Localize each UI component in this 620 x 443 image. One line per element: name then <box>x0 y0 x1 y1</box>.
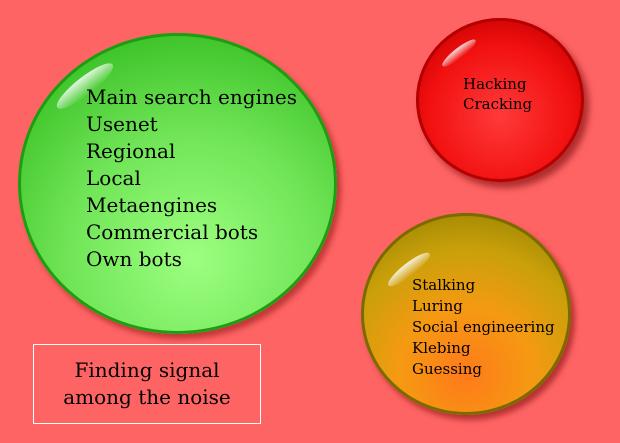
list-item: Regional <box>86 139 176 163</box>
list-item: Klebing <box>412 339 471 357</box>
search-sources-list: Main search engines Usenet Regional Loca… <box>86 84 297 273</box>
red-bubble-highlight <box>439 36 479 70</box>
list-item: Luring <box>412 297 463 315</box>
hacking-list: Hacking Cracking <box>463 74 532 114</box>
list-item: Metaengines <box>86 193 218 217</box>
orange-bubble <box>361 213 571 415</box>
list-item: Commercial bots <box>86 220 259 244</box>
caption-box: Finding signal among the noise <box>33 344 261 424</box>
caption-line: Finding signal <box>74 358 220 382</box>
red-bubble <box>416 18 584 182</box>
caption-line: among the noise <box>63 385 231 409</box>
green-bubble <box>18 33 337 334</box>
social-methods-list: Stalking Luring Social engineering Klebi… <box>412 275 555 380</box>
list-item: Guessing <box>412 360 482 378</box>
list-item: Local <box>86 166 141 190</box>
list-item: Social engineering <box>412 318 555 336</box>
list-item: Stalking <box>412 276 476 294</box>
list-item: Main search engines <box>86 85 297 109</box>
list-item: Usenet <box>86 112 158 136</box>
list-item: Hacking <box>463 75 527 93</box>
list-item: Cracking <box>463 95 533 113</box>
list-item: Own bots <box>86 247 182 271</box>
